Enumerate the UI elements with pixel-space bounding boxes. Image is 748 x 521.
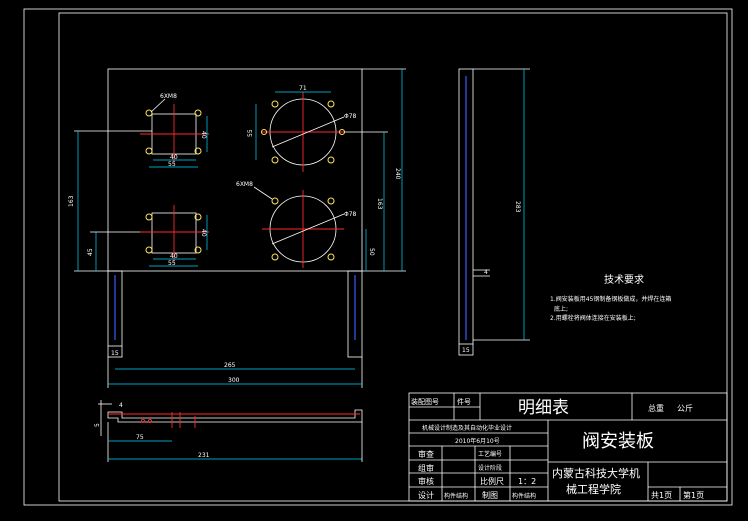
right-leg bbox=[347, 270, 363, 358]
total-weight-label: 总重 bbox=[648, 403, 664, 413]
plate-outline bbox=[107, 68, 363, 272]
tech-note-1b: 底上; bbox=[554, 305, 568, 313]
date: 2010年6月10号 bbox=[455, 437, 500, 445]
part-name-label-a: 构件结构 bbox=[444, 492, 468, 500]
dim-side-height: 283 bbox=[514, 201, 521, 213]
title-block: 装配图号 件号 明细表 总重 公斤 机械设计制造及其自动化毕业设计 2010年6… bbox=[408, 392, 728, 502]
row-design: 设计 bbox=[418, 490, 434, 500]
side-view: 15 283 4 bbox=[458, 68, 530, 356]
inner-frame bbox=[58, 12, 728, 502]
dim-163-left: 163 bbox=[68, 195, 75, 207]
dim-265: 265 bbox=[224, 362, 236, 369]
dim-phi78-a: Φ78 bbox=[344, 113, 357, 120]
dim-6m8-a: 6XM8 bbox=[160, 93, 177, 100]
outer-frame bbox=[23, 8, 733, 506]
top-view: 4 5 75 231 bbox=[94, 400, 363, 462]
school-line1: 内蒙古科技大学机 bbox=[552, 466, 640, 480]
drawing-title: 阀安装板 bbox=[582, 431, 654, 452]
top-view-outline bbox=[107, 409, 363, 423]
tech-note-1a: 1.阀安装板用45钢制备钢板做成，并焊在连箱 bbox=[550, 295, 671, 303]
sheet-no: 第1页 bbox=[683, 490, 704, 500]
left-leg bbox=[107, 270, 123, 358]
dim-231: 231 bbox=[198, 452, 210, 459]
dim-4-side: 4 bbox=[484, 269, 488, 276]
dim-15-a: 15 bbox=[111, 350, 119, 357]
school-line2: 械工程学院 bbox=[566, 482, 621, 496]
scale-label: 比例尺 bbox=[480, 476, 504, 486]
dim-75: 75 bbox=[136, 434, 144, 441]
bom-title: 明细表 bbox=[518, 398, 569, 418]
tech-note-2: 2.用螺栓将阀体连接在安装板上; bbox=[550, 314, 636, 322]
sheet-total: 共1页 bbox=[651, 491, 672, 500]
dim-55-a: 55 bbox=[168, 161, 176, 168]
row-review: 审查 bbox=[418, 449, 434, 459]
dim-240: 240 bbox=[394, 168, 401, 180]
dim-phi78-b: Φ78 bbox=[344, 211, 357, 218]
dim-163-mid: 163 bbox=[376, 198, 383, 210]
title-block-frame bbox=[408, 392, 728, 502]
dim-40-d: 40 bbox=[200, 229, 207, 237]
side-plate bbox=[458, 68, 474, 356]
weight-unit: 公斤 bbox=[677, 403, 693, 413]
scale-value: 1：2 bbox=[518, 477, 536, 486]
technical-requirements: 技术要求 1.阀安装板用45钢制备钢板做成，并焊在连箱 底上; 2.用螺栓将阀体… bbox=[550, 273, 671, 322]
dim-5: 5 bbox=[94, 423, 101, 427]
dim-40-b: 40 bbox=[200, 131, 207, 139]
dim-55-side: 55 bbox=[247, 129, 254, 137]
parts-table-col2: 件号 bbox=[457, 397, 471, 406]
row-sign-off: 组审 bbox=[418, 463, 434, 473]
front-view: 15 6XM8 40 55 40 40 55 40 bbox=[68, 68, 406, 388]
parts-table-col1: 装配图号 bbox=[411, 397, 439, 406]
drawing-label: 制图 bbox=[482, 490, 498, 500]
tech-title: 技术要求 bbox=[604, 273, 644, 286]
dim-40-c: 40 bbox=[170, 253, 178, 260]
craft-no: 工艺编号 bbox=[478, 450, 502, 458]
part-name-label-b: 构件结构 bbox=[512, 492, 536, 500]
dim-15-b: 15 bbox=[462, 347, 470, 354]
row-audit: 审核 bbox=[418, 476, 434, 486]
dim-50: 50 bbox=[368, 248, 375, 256]
dim-45: 45 bbox=[87, 248, 94, 256]
dim-40-a: 40 bbox=[170, 154, 178, 161]
dim-300: 300 bbox=[228, 377, 240, 384]
project-line: 机械设计制造及其自动化毕业设计 bbox=[422, 424, 512, 432]
dim-55-b: 55 bbox=[168, 260, 176, 267]
dim-71: 71 bbox=[299, 85, 307, 92]
dim-4-bottom: 4 bbox=[119, 402, 123, 409]
design-stage: 设计阶段 bbox=[478, 464, 502, 472]
dim-6m8-b: 6XM8 bbox=[236, 181, 253, 188]
